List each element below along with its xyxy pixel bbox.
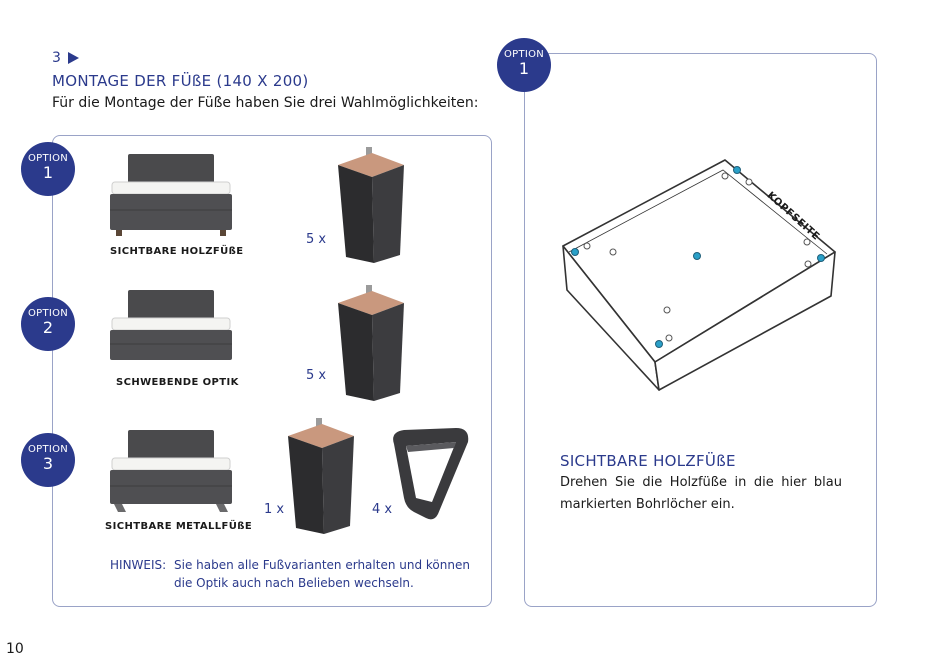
step-number-text: 3 <box>52 50 61 66</box>
option-1-caption: SICHTBARE HOLZFÜßE <box>110 246 244 257</box>
section-title: MONTAGE DER FÜßE (140 X 200) <box>52 72 309 90</box>
metal-foot-quantity: 4 x <box>372 502 393 517</box>
option-3-caption: SICHTBARE METALLFÜßE <box>105 521 253 532</box>
detail-title: SICHTBARE HOLZFÜßE <box>560 452 736 470</box>
page-number: 10 <box>6 641 24 657</box>
option-badge-1: OPTION 1 <box>21 142 75 196</box>
step-number: 3 <box>52 50 79 66</box>
option-badge-3: OPTION 3 <box>21 433 75 487</box>
option-2-caption: SCHWEBENDE OPTIK <box>116 377 239 388</box>
hint-label: HINWEIS: <box>110 558 167 572</box>
option-1-quantity: 5 x <box>306 232 327 247</box>
detail-text: Drehen Sie die Holzfüße in die hier blau… <box>560 475 842 512</box>
bed-illustration-metal-feet <box>110 430 232 512</box>
bed-frame-diagram <box>562 159 836 391</box>
play-arrow-icon <box>67 52 79 64</box>
hint-line-2: die Optik auch nach Belieben wechseln. <box>174 576 414 590</box>
option-2-quantity: 5 x <box>306 368 327 383</box>
wooden-foot-icon <box>288 418 354 534</box>
wooden-foot-icon <box>338 285 404 401</box>
bed-illustration-wood-feet <box>110 154 232 236</box>
intro-text: Für die Montage der Füße haben Sie drei … <box>52 95 479 111</box>
wood-foot-quantity: 1 x <box>264 502 285 517</box>
detail-option-badge: OPTION 1 <box>497 38 551 92</box>
bed-illustration-floating <box>110 290 232 360</box>
option-badge-2: OPTION 2 <box>21 297 75 351</box>
metal-foot-icon <box>393 428 469 520</box>
wooden-foot-icon <box>338 147 404 263</box>
hint-line-1: Sie haben alle Fußvarianten erhalten und… <box>174 558 470 572</box>
